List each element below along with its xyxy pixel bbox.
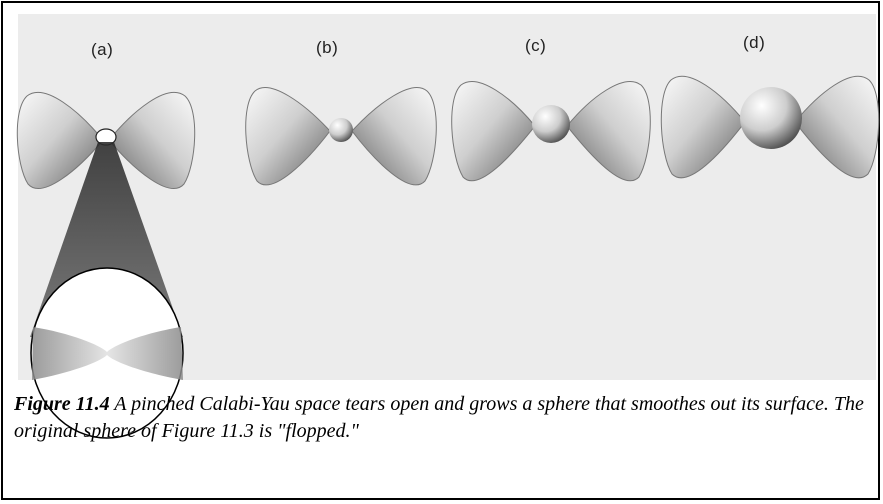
- panel-c-right-lobe: [567, 82, 650, 181]
- panel-d-right-lobe: [795, 76, 879, 178]
- panel-b-sphere: [329, 118, 353, 142]
- panel-d-shape: [661, 76, 878, 178]
- panel-a-label: (a): [91, 40, 113, 60]
- caption-text: A pinched Calabi-Yau space tears open an…: [14, 393, 864, 442]
- panel-d-label: (d): [743, 33, 765, 53]
- panel-c-label: (c): [525, 36, 546, 56]
- panel-b-left-lobe: [246, 88, 330, 185]
- panel-b-right-lobe: [352, 88, 436, 185]
- figure-number: Figure 11.4: [14, 393, 110, 415]
- panel-c-left-lobe: [452, 82, 535, 181]
- panel-b-label: (b): [316, 38, 338, 58]
- panel-b-shape: [246, 88, 437, 185]
- panel-c-sphere: [532, 105, 570, 143]
- panel-c-shape: [452, 82, 651, 181]
- panel-d-sphere: [740, 87, 802, 149]
- panel-a-shape: [17, 92, 194, 438]
- panel-d-left-lobe: [661, 76, 745, 178]
- figure-caption: Figure 11.4 A pinched Calabi-Yau space t…: [14, 391, 864, 445]
